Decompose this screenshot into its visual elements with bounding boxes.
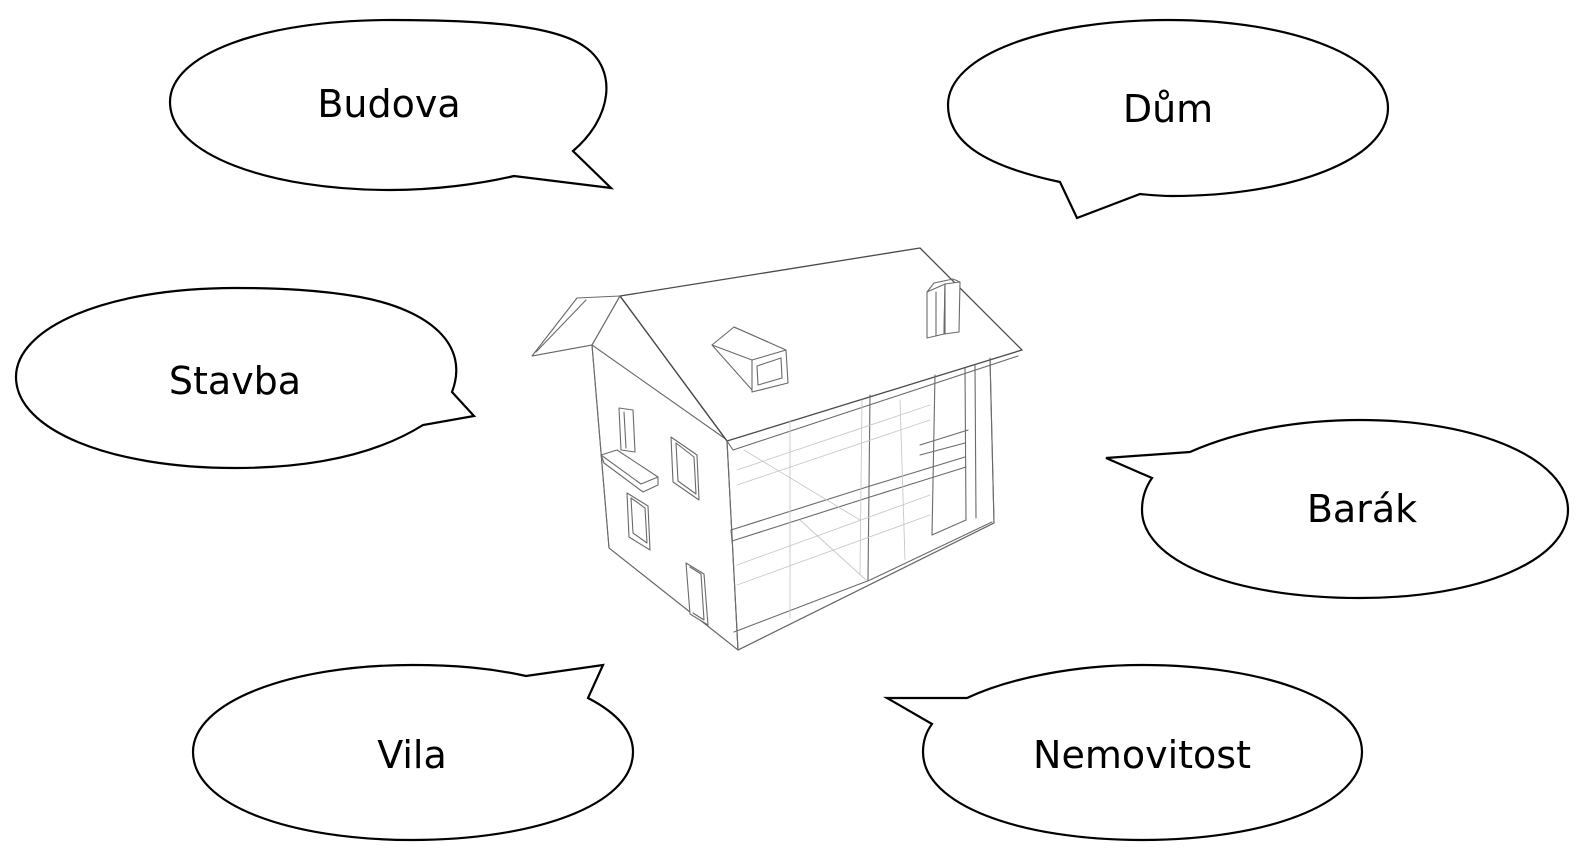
bubble-label-barak: Barák: [1307, 487, 1417, 531]
speech-bubble-icon: [946, 18, 1390, 220]
bubble-barak: Barák: [1105, 418, 1570, 600]
bubble-stavba: Stavba: [14, 286, 477, 470]
bubble-nemovitost: Nemovitost: [882, 663, 1364, 842]
speech-bubble-icon: [882, 663, 1364, 842]
speech-bubble-icon: [14, 286, 477, 470]
speech-bubble-icon: [191, 663, 635, 842]
speech-bubble-icon: [168, 18, 615, 192]
bubble-budova: Budova: [168, 18, 615, 192]
bubble-label-vila: Vila: [377, 733, 447, 777]
speech-bubble-icon: [1105, 418, 1570, 600]
bubble-label-stavba: Stavba: [169, 359, 301, 403]
bubble-label-budova: Budova: [317, 82, 460, 126]
bubble-dum: Dům: [946, 18, 1390, 220]
bubble-vila: Vila: [191, 663, 635, 842]
bubble-label-nemovitost: Nemovitost: [1033, 733, 1251, 777]
bubble-label-dum: Dům: [1123, 87, 1213, 131]
house-icon: [531, 247, 1023, 651]
